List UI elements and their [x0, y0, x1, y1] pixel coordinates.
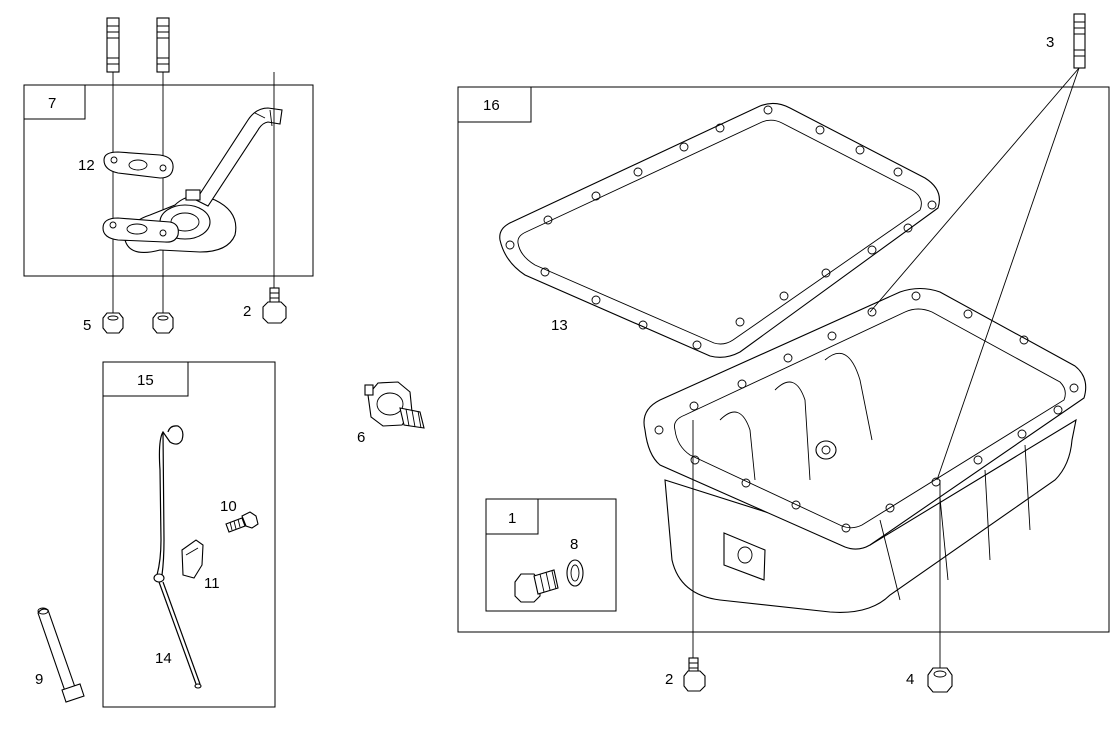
oil-pan — [643, 287, 1087, 613]
callout-13: 13 — [551, 317, 568, 334]
group-1-frame — [485, 498, 617, 612]
callout-7: 7 — [48, 95, 56, 112]
group-16-label-box — [457, 86, 532, 123]
group-15-dipstick: 15 14 10 11 — [102, 361, 276, 708]
group-16-oil-pan: 16 — [457, 86, 1110, 633]
nut-right — [152, 312, 174, 334]
callout-11: 11 — [204, 575, 220, 592]
callout-1: 1 — [508, 510, 516, 527]
nut-bottom — [927, 480, 953, 693]
callout-4: 4 — [906, 671, 914, 688]
callout-2-bottom: 2 — [665, 671, 673, 688]
pickup-tube — [185, 107, 283, 207]
dipstick — [153, 425, 202, 689]
stud-left — [106, 17, 120, 73]
pan-bolt-holes — [654, 291, 1079, 533]
callout-10: 10 — [220, 498, 237, 515]
group-15-frame — [102, 361, 276, 708]
callout-2-top: 2 — [243, 303, 251, 320]
dipstick-bolt — [225, 511, 259, 533]
group-1-label-box — [485, 498, 539, 535]
group-7-frame — [23, 84, 314, 277]
stud-right — [156, 17, 170, 73]
drain-washer — [566, 559, 584, 587]
drain-plug — [514, 569, 559, 603]
callout-8: 8 — [570, 536, 578, 553]
nut-left — [102, 312, 124, 334]
callout-15: 15 — [137, 372, 154, 389]
callout-6: 6 — [357, 429, 365, 446]
group-15-label-box — [102, 361, 189, 397]
bolt-bottom — [683, 420, 706, 692]
stud-pan — [869, 13, 1086, 481]
callout-12: 12 — [78, 157, 95, 174]
callout-9: 9 — [35, 671, 43, 688]
callout-5: 5 — [83, 317, 91, 334]
pickup-gasket — [103, 151, 174, 179]
callout-3: 3 — [1046, 34, 1054, 51]
group-7-oil-pickup: 7 12 — [23, 17, 314, 334]
callout-14: 14 — [155, 650, 172, 667]
callout-16: 16 — [483, 97, 500, 114]
gasket-bolt-holes — [505, 105, 937, 350]
group-7-label-box — [23, 84, 86, 120]
oil-pan-gasket — [499, 102, 940, 358]
oil-strainer — [102, 195, 237, 253]
bolt-top — [262, 287, 287, 324]
group-1-drain-plug: 1 8 — [485, 498, 617, 612]
dipstick-bracket — [181, 539, 204, 579]
group-16-frame — [457, 86, 1110, 633]
oil-sensor — [364, 381, 425, 429]
dipstick-tube — [37, 607, 85, 703]
